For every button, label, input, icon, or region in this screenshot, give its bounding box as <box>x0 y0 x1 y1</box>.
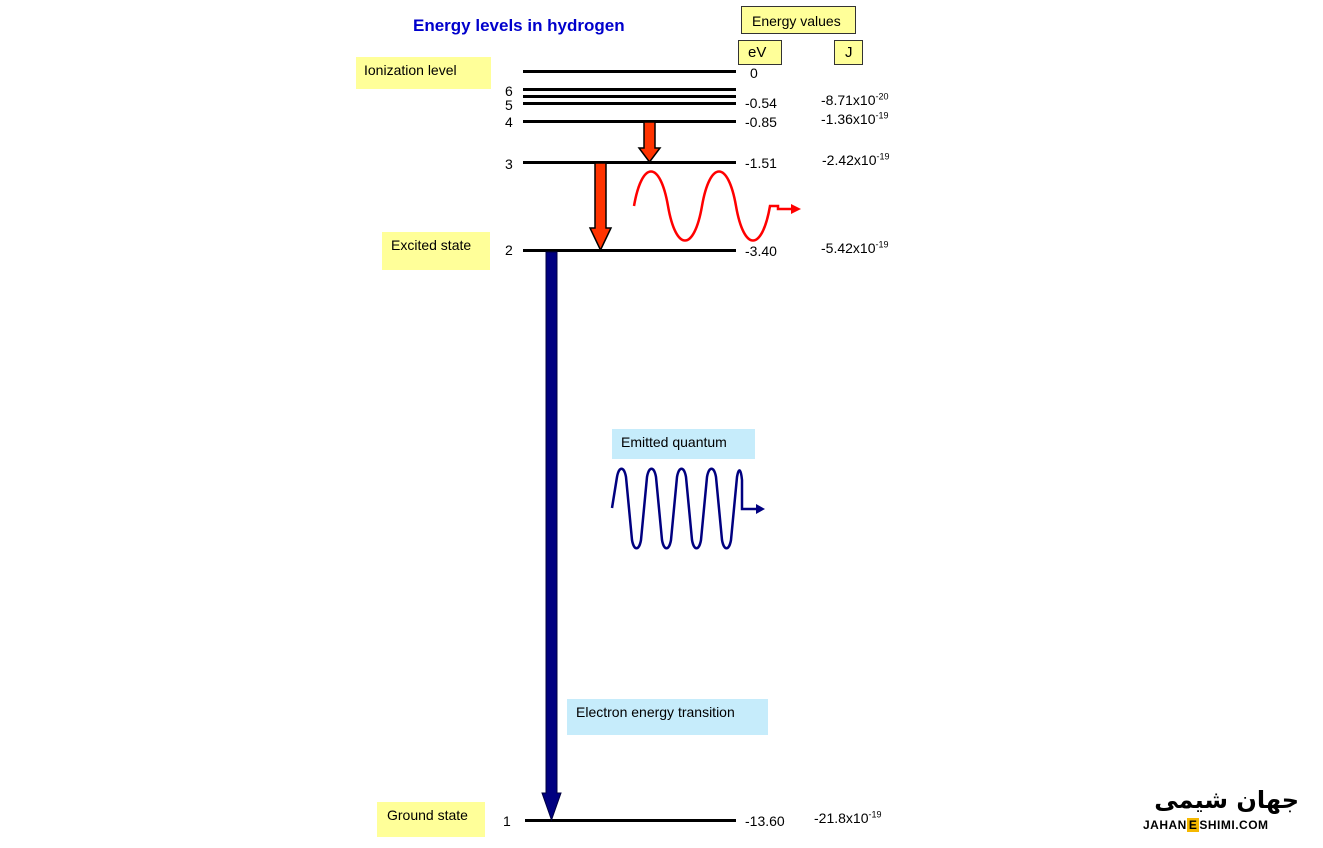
j-value-5-exp: -20 <box>875 91 889 102</box>
energy-values-header: Energy values <box>741 6 856 34</box>
j-value-4-base: -1.36x10 <box>821 111 876 127</box>
j-value-4: -1.36x10-19 <box>821 111 889 127</box>
emitted-quantum-label: Emitted quantum <box>621 434 727 450</box>
level-line-5 <box>523 95 736 98</box>
quantum-number-1: 1 <box>503 813 511 829</box>
j-value-1-exp: -19 <box>868 809 882 820</box>
level-line-4 <box>523 120 736 123</box>
red-arrow-3-to-2 <box>588 162 613 252</box>
quantum-number-2: 2 <box>505 242 513 258</box>
ev-value-2: -3.40 <box>745 243 777 259</box>
level-line-3 <box>523 161 736 164</box>
ev-unit-label: eV <box>748 44 767 61</box>
electron-transition-box: Electron energy transition <box>567 699 768 735</box>
ionization-level-label: Ionization level <box>364 62 457 78</box>
level-line-6 <box>523 88 736 91</box>
logo-jahan: JAHAN <box>1143 818 1187 832</box>
j-value-3-base: -2.42x10 <box>822 152 877 168</box>
red-photon-wave <box>632 170 801 242</box>
level-line-5b <box>523 102 736 105</box>
logo-e: E <box>1186 818 1200 832</box>
excited-state-box: Excited state <box>382 232 490 270</box>
ground-state-box: Ground state <box>377 802 485 837</box>
level-line-infinity <box>523 70 736 73</box>
electron-transition-label: Electron energy transition <box>576 704 735 720</box>
ground-state-label: Ground state <box>387 807 468 823</box>
ev-value-1: -13.60 <box>745 813 785 829</box>
level-line-1 <box>525 819 736 822</box>
emitted-quantum-box: Emitted quantum <box>612 429 755 459</box>
ev-value-4: -0.85 <box>745 114 777 130</box>
quantum-number-3: 3 <box>505 156 513 172</box>
excited-state-label: Excited state <box>391 237 472 253</box>
j-unit-header: J <box>834 40 863 65</box>
j-value-3: -2.42x10-19 <box>822 152 890 168</box>
j-value-5-base: -8.71x10 <box>821 92 876 108</box>
navy-photon-wave <box>610 467 765 550</box>
j-value-2-base: -5.42x10 <box>821 240 876 256</box>
ev-value-3: -1.51 <box>745 155 777 171</box>
ev-value-infinity: 0 <box>750 65 758 81</box>
red-arrow-4-to-3 <box>637 121 662 164</box>
quantum-number-6: 6 <box>505 83 513 99</box>
logo-persian-text: جهان شیمی <box>1154 786 1299 814</box>
navy-arrow-2-to-1 <box>541 251 562 822</box>
j-value-2: -5.42x10-19 <box>821 240 889 256</box>
logo-shimi: SHIMI.COM <box>1199 818 1269 832</box>
ionization-level-box: Ionization level <box>356 57 491 89</box>
j-unit-label: J <box>845 44 853 61</box>
quantum-number-4: 4 <box>505 114 513 130</box>
j-value-1-base: -21.8x10 <box>814 810 869 826</box>
j-value-2-exp: -19 <box>875 239 889 250</box>
quantum-number-5: 5 <box>505 97 513 113</box>
j-value-1: -21.8x10-19 <box>814 810 882 826</box>
j-value-5: -8.71x10-20 <box>821 92 889 108</box>
diagram-title: Energy levels in hydrogen <box>413 16 625 35</box>
energy-values-label: Energy values <box>752 13 841 29</box>
j-value-4-exp: -19 <box>875 110 889 121</box>
level-line-2 <box>523 249 736 252</box>
ev-value-5: -0.54 <box>745 95 777 111</box>
j-value-3-exp: -19 <box>876 151 890 162</box>
ev-unit-header: eV <box>738 40 782 65</box>
